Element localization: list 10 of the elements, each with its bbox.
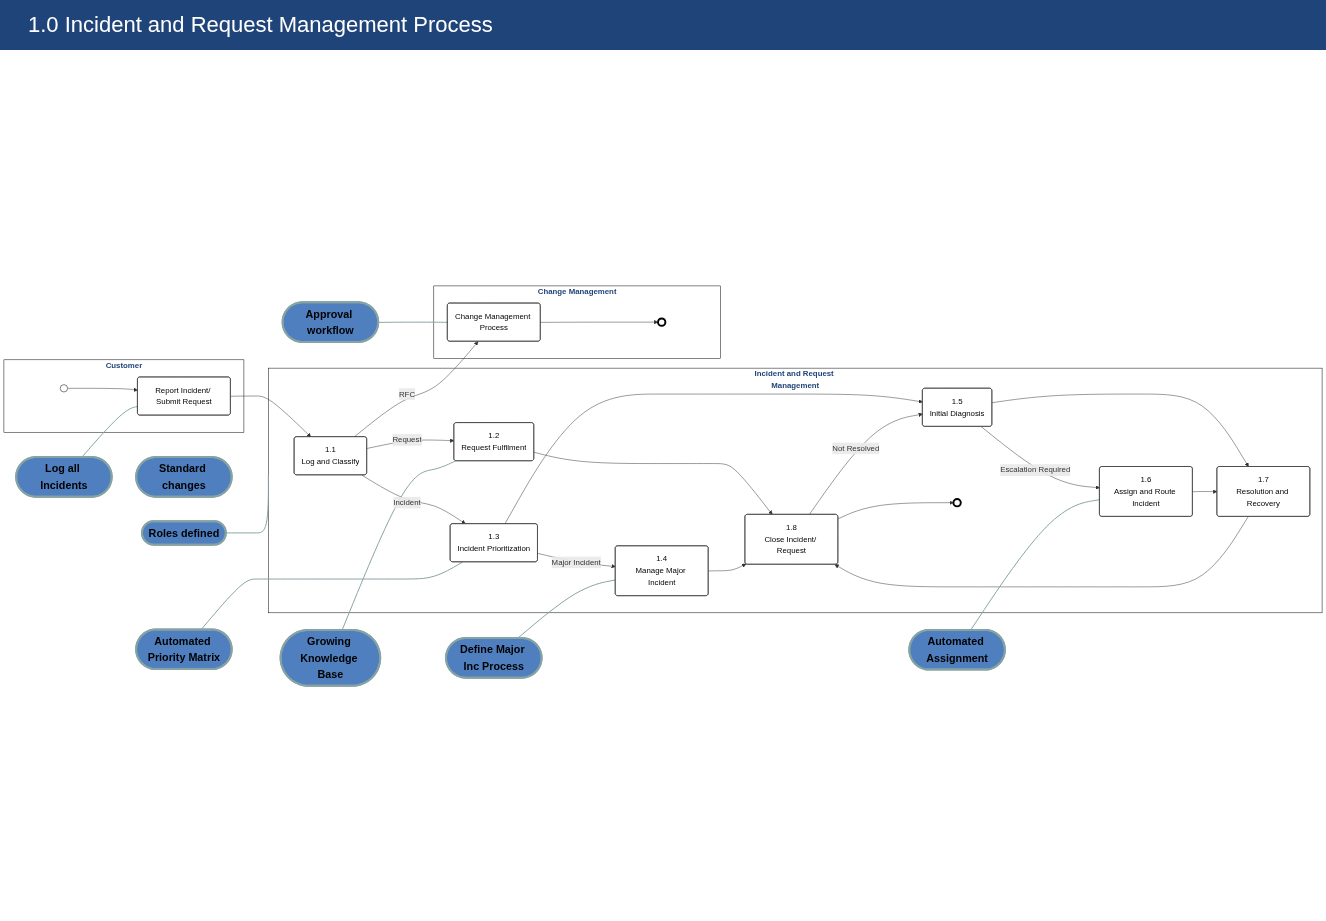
title-bar: 1.0 Incident and Request Management Process xyxy=(0,0,1326,50)
node-circle xyxy=(657,317,667,327)
node-circle xyxy=(952,497,962,508)
connector xyxy=(341,460,457,631)
connector xyxy=(970,498,1101,631)
connector xyxy=(225,474,269,534)
node-circle xyxy=(60,384,68,392)
connector xyxy=(200,561,463,630)
connector xyxy=(517,579,616,639)
connector xyxy=(81,405,139,458)
